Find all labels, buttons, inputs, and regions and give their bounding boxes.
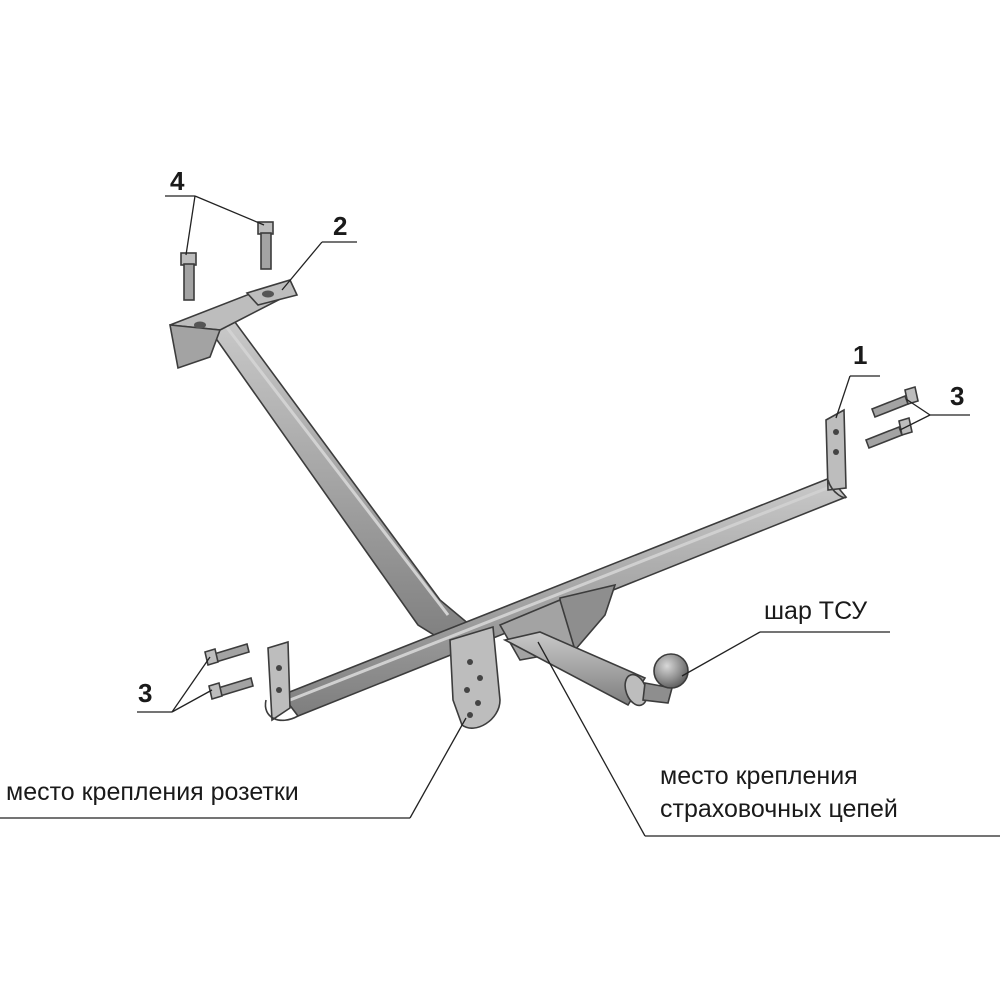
- label-tow-ball: шар ТСУ: [764, 597, 867, 625]
- left-end-bracket: [264, 640, 299, 722]
- label-socket-mount: место крепления розетки: [6, 778, 299, 806]
- bolt-4-left: [180, 252, 197, 301]
- socket-mount-plate: [449, 625, 501, 729]
- label-part-2: 2: [333, 211, 347, 241]
- leader-lines: [0, 195, 1000, 837]
- tow-ball: [642, 653, 689, 704]
- label-part-3-right: 3: [950, 381, 964, 411]
- bolt-3-right-lower: [864, 416, 913, 450]
- label-part-1: 1: [853, 340, 867, 370]
- bolt-4-right: [257, 221, 274, 270]
- bolt-3-left-lower: [208, 676, 254, 701]
- diagonal-tube: [208, 316, 472, 650]
- right-end-bracket: [825, 408, 847, 499]
- label-chains-mount-line1: место крепления: [660, 762, 858, 790]
- bolt-3-left-upper: [204, 642, 250, 667]
- label-chains-mount-line2: страховочных цепей: [660, 795, 898, 823]
- label-part-4: 4: [170, 166, 185, 196]
- label-part-3-left: 3: [138, 678, 152, 708]
- drawbar: [502, 631, 648, 707]
